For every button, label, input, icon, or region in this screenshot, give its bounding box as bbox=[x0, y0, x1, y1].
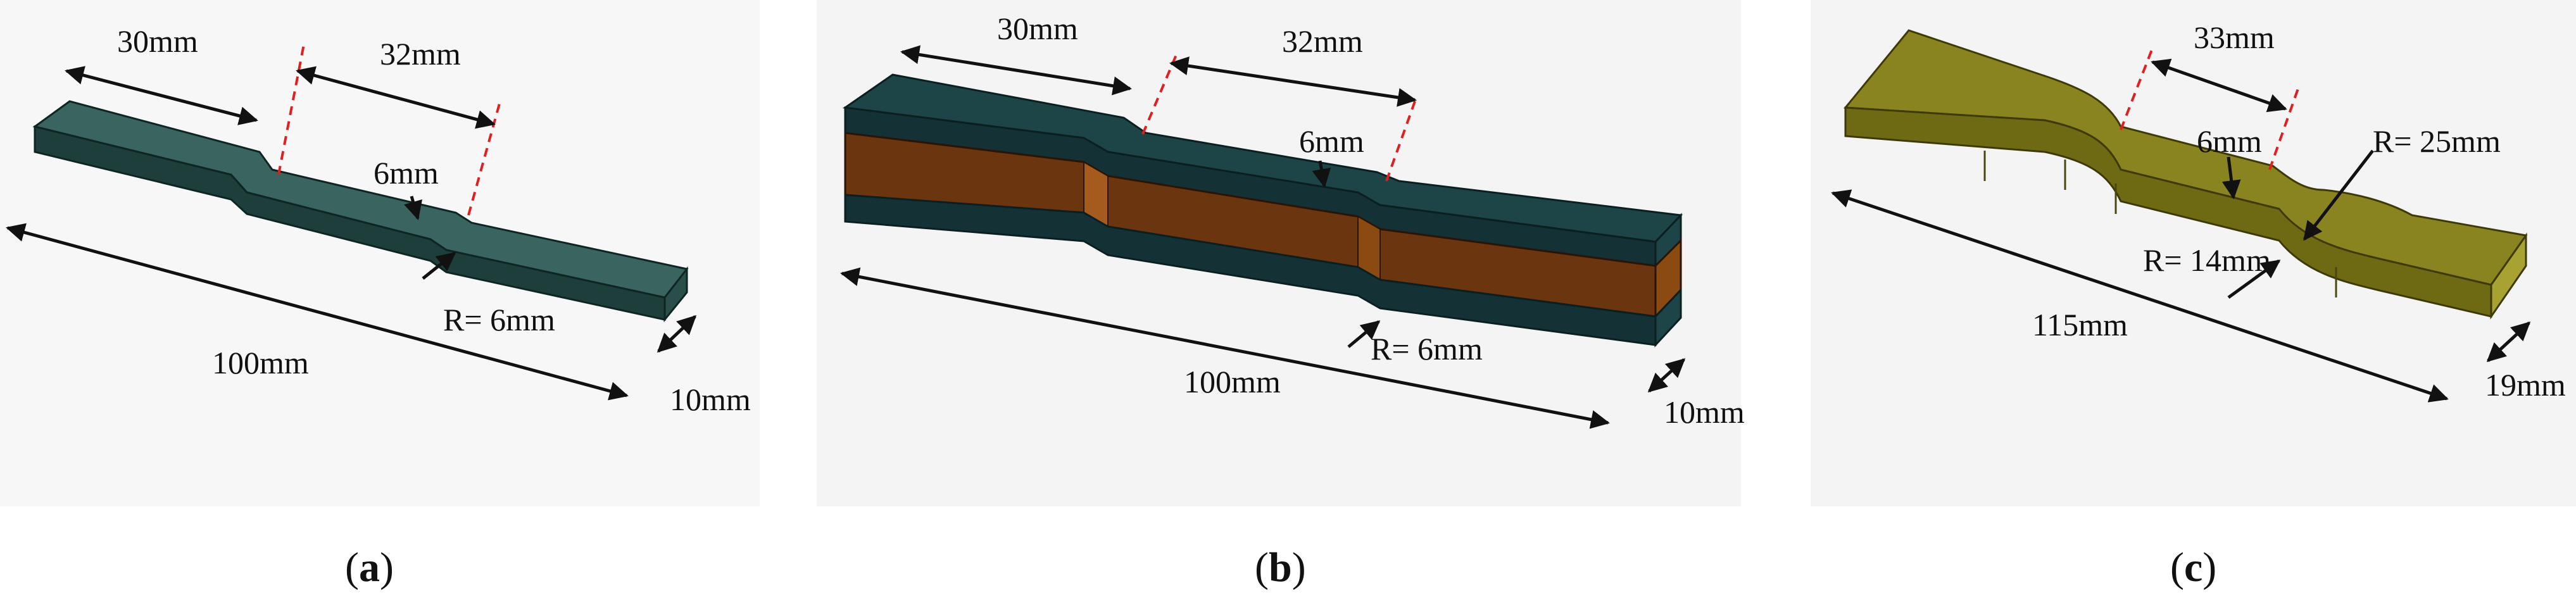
fillet-radius-label: R= 6mm bbox=[443, 302, 555, 337]
panel-a-caption: (a) bbox=[345, 544, 394, 591]
panel-a-background bbox=[0, 0, 760, 506]
overall-length-label: 100mm bbox=[1184, 364, 1281, 399]
gauge-start-reference-line bbox=[277, 44, 305, 175]
shoulder-length-label: 30mm bbox=[117, 23, 198, 59]
length-dimension-arrow bbox=[840, 267, 1610, 429]
fillet-radius-label: R= 6mm bbox=[1371, 331, 1483, 366]
gauge-length-label: 32mm bbox=[1282, 23, 1363, 59]
panel-b-caption: (b) bbox=[1255, 544, 1306, 591]
shoulder-length-label: 30mm bbox=[997, 11, 1078, 46]
panel-c: 33mm 6mm R= 25mm R= 14mm 115mm 19mm (c) bbox=[1831, 20, 2566, 591]
end-width-dimension-arrow bbox=[2486, 321, 2531, 363]
length-dimension-arrow bbox=[6, 223, 629, 401]
gauge-dimension-arrow bbox=[1169, 56, 1417, 107]
large-radius-label: R= 25mm bbox=[2373, 123, 2501, 159]
shoulder-dimension-arrow bbox=[65, 66, 258, 125]
gauge-dimension-arrow bbox=[296, 66, 496, 129]
gauge-length-label: 32mm bbox=[380, 36, 461, 72]
end-width-label: 19mm bbox=[2485, 367, 2566, 403]
end-width-label: 10mm bbox=[670, 382, 751, 417]
end-width-label: 10mm bbox=[1664, 394, 1745, 430]
gauge-width-label: 6mm bbox=[2197, 123, 2262, 159]
gauge-length-label: 33mm bbox=[2194, 20, 2275, 55]
gauge-width-label: 6mm bbox=[1299, 123, 1364, 159]
small-radius-label: R= 14mm bbox=[2143, 242, 2271, 278]
overall-length-label: 100mm bbox=[212, 345, 309, 380]
gauge-dimension-arrow bbox=[2151, 58, 2287, 113]
panel-c-caption: (c) bbox=[2170, 544, 2216, 591]
panel-b: 30mm 32mm 6mm R= 6mm 100mm 10mm (b) bbox=[840, 11, 1745, 591]
overall-length-label: 115mm bbox=[2032, 307, 2128, 342]
panel-a: 30mm 32mm 6mm R= 6mm 100mm 10mm (a) bbox=[6, 23, 751, 591]
width-dimension-arrow bbox=[404, 196, 423, 220]
end-width-dimension-arrow bbox=[1647, 358, 1686, 393]
end-width-dimension-arrow bbox=[657, 315, 697, 353]
gauge-width-label: 6mm bbox=[374, 155, 439, 191]
length-dimension-arrow bbox=[1831, 189, 2449, 403]
shoulder-dimension-arrow bbox=[900, 45, 1132, 96]
width-dimension-arrow bbox=[1312, 160, 1331, 188]
